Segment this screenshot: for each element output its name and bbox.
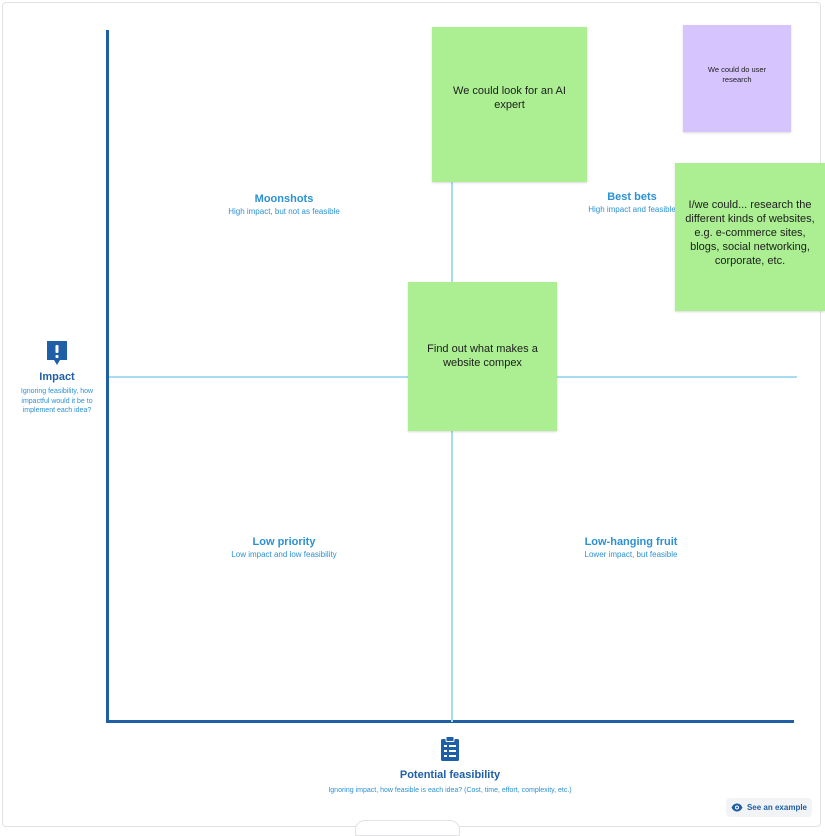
sticky-note-website-complex[interactable]: Find out what makes a website compex xyxy=(408,282,557,431)
sticky-note-text: I/we could... research the different kin… xyxy=(685,199,815,267)
quadrant-low-hanging-fruit: Low-hanging fruit Lower impact, but feas… xyxy=(553,535,709,560)
quadrant-title: Moonshots xyxy=(254,193,314,205)
see-example-label: See an example xyxy=(746,803,808,812)
quadrant-title: Best bets xyxy=(607,191,657,203)
sticky-note-text: Find out what makes a website compex xyxy=(427,342,538,369)
exclamation-speech-bubble-icon xyxy=(45,340,69,366)
quadrant-subtitle: Lower impact, but feasible xyxy=(584,550,678,559)
feasibility-title: Potential feasibility xyxy=(399,769,501,781)
sticky-note-research-websites[interactable]: I/we could... research the different kin… xyxy=(675,163,825,311)
quadrant-title: Low-hanging fruit xyxy=(584,536,678,548)
sticky-note-text: We could do user research xyxy=(707,64,767,84)
quadrant-subtitle: High impact and feasible xyxy=(588,205,676,214)
quadrant-title: Low priority xyxy=(252,536,316,548)
sticky-note-ai-expert[interactable]: We could look for an AI expert xyxy=(432,27,587,182)
impact-axis xyxy=(106,30,109,723)
quadrant-best-bets: Best bets High impact and feasible xyxy=(557,190,707,215)
quadrant-low-priority: Low priority Low impact and low feasibil… xyxy=(206,535,362,560)
feasibility-description: Ignoring impact, how feasible is each id… xyxy=(328,787,572,794)
quadrant-moonshots: Moonshots High impact, but not as feasib… xyxy=(206,192,362,217)
impact-description: Ignoring feasibility, how impactful woul… xyxy=(20,388,94,414)
eye-icon xyxy=(731,803,743,812)
feasibility-axis xyxy=(106,720,794,723)
quadrant-subtitle: Low impact and low feasibility xyxy=(231,550,337,559)
see-example-button[interactable]: See an example xyxy=(726,798,812,817)
sticky-note-user-research[interactable]: We could do user research xyxy=(683,25,791,132)
quadrant-subtitle: High impact, but not as feasible xyxy=(228,207,340,216)
feasibility-axis-label: Potential feasibility Ignoring impact, h… xyxy=(288,736,612,795)
sticky-note-text: We could look for an AI expert xyxy=(453,84,566,111)
bottom-panel-handle[interactable] xyxy=(355,820,460,836)
impact-title: Impact xyxy=(39,371,75,383)
impact-axis-label: Impact Ignoring feasibility, how impactf… xyxy=(20,340,94,416)
clipboard-checklist-icon xyxy=(440,736,460,762)
